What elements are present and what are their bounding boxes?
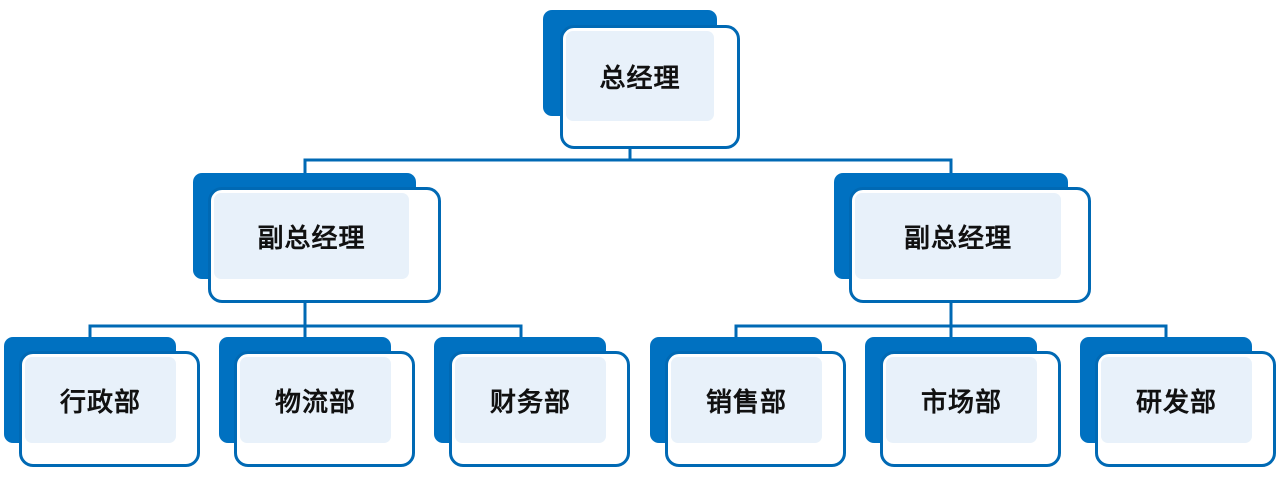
- node-label-deputy-left: 副总经理: [257, 223, 366, 254]
- node-label-dept-3: 财务部: [489, 387, 571, 418]
- node-label-deputy-right: 副总经理: [903, 223, 1012, 254]
- node-label-dept-6: 研发部: [1135, 387, 1217, 418]
- node-label-dept-1: 行政部: [59, 387, 141, 418]
- node-label-dept-4: 销售部: [705, 387, 787, 418]
- node-label-dept-2: 物流部: [274, 387, 356, 418]
- node-label-root: 总经理: [599, 63, 681, 94]
- node-label-dept-5: 市场部: [920, 387, 1002, 418]
